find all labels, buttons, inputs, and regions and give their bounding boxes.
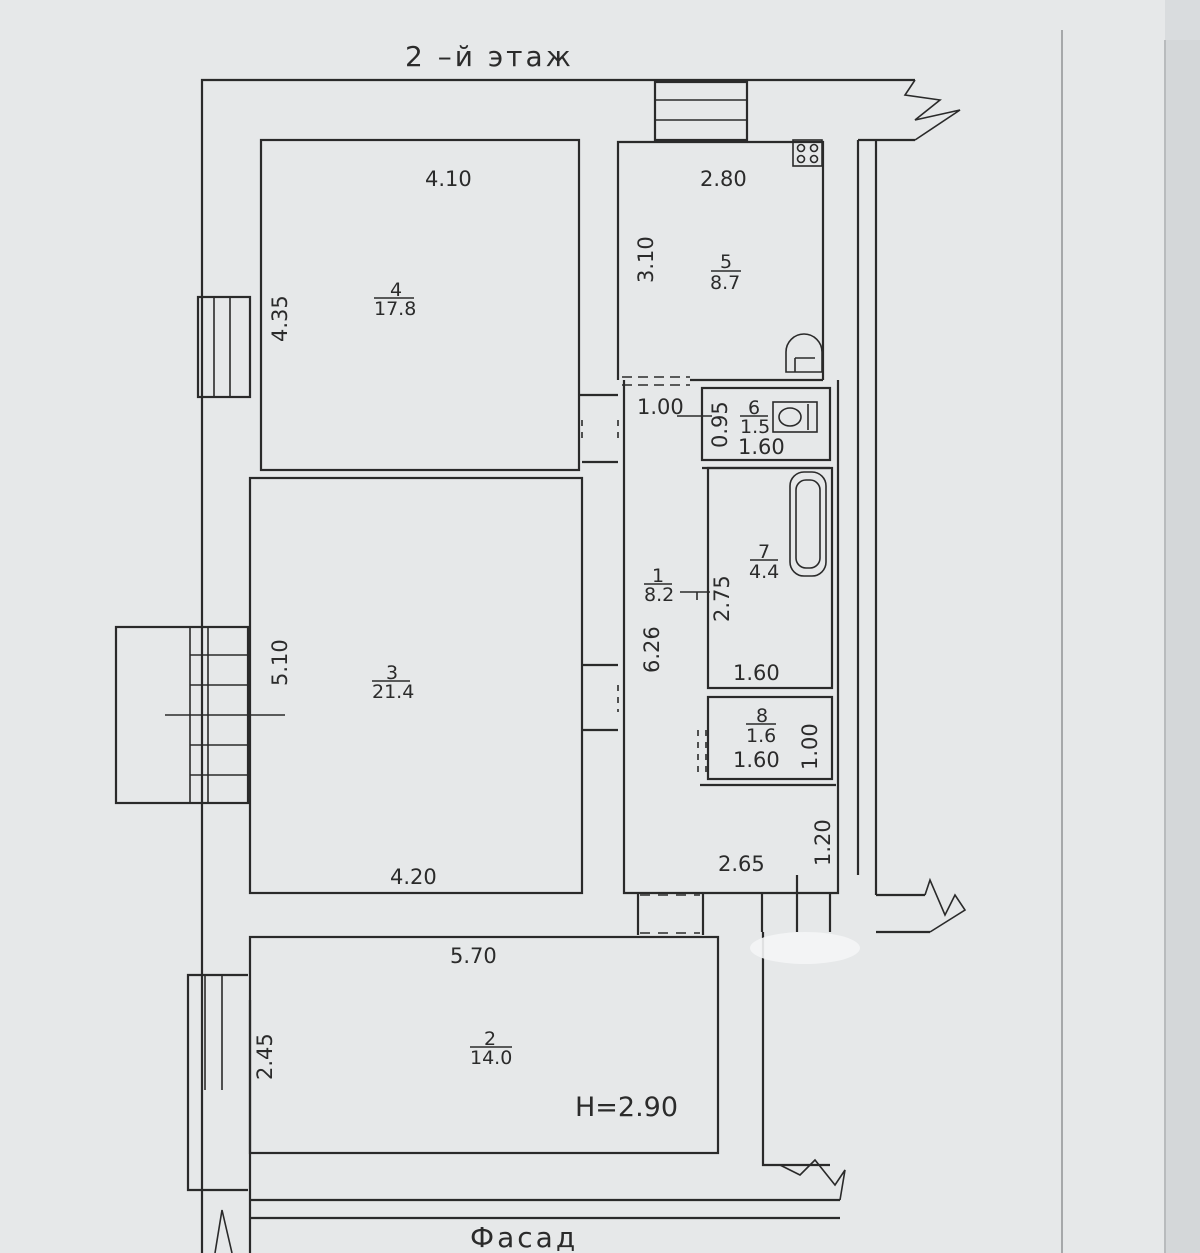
room-5-dim-width: 2.80 bbox=[700, 167, 747, 191]
room-5-area: 8.7 bbox=[710, 272, 740, 294]
room-3-dim-height: 5.10 bbox=[268, 639, 292, 686]
room-8 bbox=[706, 695, 834, 781]
room-8-dim-width: 1.60 bbox=[733, 748, 780, 772]
window-left-lower bbox=[204, 975, 223, 1090]
room-7 bbox=[706, 466, 834, 690]
room-7-dim-height: 2.75 bbox=[710, 575, 734, 622]
room-1 bbox=[622, 380, 840, 895]
room-2-area: 14.0 bbox=[470, 1047, 512, 1069]
room-2-dim-height: 2.45 bbox=[253, 1033, 277, 1080]
room-4-number: 4 bbox=[390, 279, 402, 301]
stairs-top bbox=[653, 80, 749, 142]
room-1-dim-length: 6.26 bbox=[640, 626, 664, 673]
outer-walls bbox=[186, 78, 930, 1253]
room-5-dim-height: 3.10 bbox=[634, 236, 658, 283]
redaction-smudge bbox=[750, 932, 860, 964]
floor-title: 2 –й этаж bbox=[405, 40, 574, 73]
room-4-dim-height: 4.35 bbox=[268, 295, 292, 342]
vestibule-dim: 1.20 bbox=[811, 819, 835, 866]
sink-icon bbox=[785, 333, 823, 373]
room-1-dim-bottom: 2.65 bbox=[718, 852, 765, 876]
room-6-area: 1.5 bbox=[740, 416, 770, 438]
room-2-dim-width: 5.70 bbox=[450, 944, 497, 968]
room-8-area: 1.6 bbox=[746, 725, 776, 747]
room-7-dim-width: 1.60 bbox=[733, 661, 780, 685]
room-1-area: 8.2 bbox=[644, 584, 674, 606]
room-4-area: 17.8 bbox=[374, 298, 416, 320]
room-6-dim-width: 1.60 bbox=[738, 435, 785, 459]
room-8-number: 8 bbox=[756, 705, 768, 727]
room-7-number: 7 bbox=[758, 541, 770, 563]
room-5 bbox=[616, 140, 825, 380]
room-2 bbox=[248, 935, 720, 1155]
room-6-number: 6 bbox=[748, 397, 760, 419]
room-3-number: 3 bbox=[386, 662, 398, 684]
room-4 bbox=[259, 138, 581, 472]
bathtub-icon bbox=[789, 471, 827, 577]
room-8-dim-height: 1.00 bbox=[798, 723, 822, 770]
room-5-number: 5 bbox=[720, 251, 732, 273]
room-1-number: 1 bbox=[652, 565, 664, 587]
room-4-dim-width: 4.10 bbox=[425, 167, 472, 191]
break-line-icon bbox=[214, 79, 967, 1253]
toilet-icon bbox=[772, 401, 818, 433]
room-1-dim-width: 1.00 bbox=[637, 395, 684, 419]
room-6-dim-height: 0.95 bbox=[708, 401, 732, 448]
room-3-area: 21.4 bbox=[372, 681, 414, 703]
facade-label: Фасад bbox=[470, 1221, 578, 1253]
window-left-upper bbox=[196, 295, 252, 399]
room-7-area: 4.4 bbox=[749, 561, 779, 583]
stove-icon bbox=[792, 139, 823, 167]
room-3-dim-width: 4.20 bbox=[390, 865, 437, 889]
room-6 bbox=[700, 386, 832, 462]
room-2-number: 2 bbox=[484, 1028, 496, 1050]
ceiling-height: H=2.90 bbox=[575, 1092, 678, 1123]
next-sheet-edge bbox=[1165, 40, 1200, 1253]
balcony bbox=[114, 625, 285, 805]
